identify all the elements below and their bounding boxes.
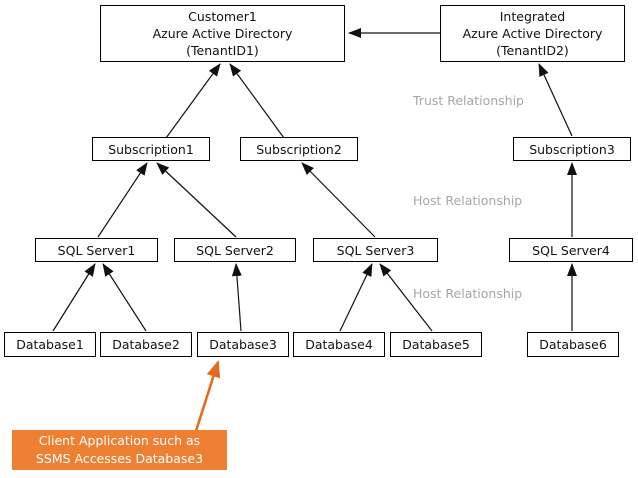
node-subscription2: Subscription2 bbox=[240, 137, 358, 161]
node-integrated-aad: Integrated Azure Active Directory (Tenan… bbox=[440, 5, 625, 62]
label-trust-relationship: Trust Relationship bbox=[413, 93, 524, 108]
node-database2: Database2 bbox=[100, 332, 192, 357]
label-host-relationship-upper: Host Relationship bbox=[413, 193, 523, 208]
connector-database4-to-sqlserver3 bbox=[339, 263, 373, 332]
node-customer1-aad: Customer1 Azure Active Directory (Tenant… bbox=[100, 5, 345, 62]
node-database6: Database6 bbox=[527, 332, 619, 357]
node-subscription1: Subscription1 bbox=[92, 137, 210, 161]
node-database5: Database5 bbox=[390, 332, 482, 357]
connector-database1-to-sqlserver1 bbox=[52, 263, 96, 332]
connector-sqlserver2-to-subscription1 bbox=[156, 162, 237, 238]
connector-database2-to-sqlserver1 bbox=[102, 263, 147, 332]
connector-client-note-to-database3 bbox=[194, 360, 221, 432]
connector-sqlserver3-to-subscription2 bbox=[301, 162, 376, 238]
node-sql-server4: SQL Server4 bbox=[509, 238, 633, 262]
connector-subscription3-to-integrated-aad bbox=[538, 63, 573, 137]
client-application-note: Client Application such as SSMS Accesses… bbox=[12, 430, 227, 470]
node-sql-server1: SQL Server1 bbox=[35, 238, 158, 262]
node-subscription3: Subscription3 bbox=[513, 137, 631, 161]
node-database1: Database1 bbox=[4, 332, 96, 357]
label-host-relationship-lower: Host Relationship bbox=[413, 286, 523, 301]
node-database3: Database3 bbox=[197, 332, 289, 357]
node-sql-server3: SQL Server3 bbox=[313, 238, 438, 262]
node-sql-server2: SQL Server2 bbox=[174, 238, 296, 262]
node-database4: Database4 bbox=[293, 332, 385, 357]
connector-database3-to-sqlserver2 bbox=[231, 263, 242, 332]
connector-sqlserver1-to-subscription1 bbox=[97, 162, 148, 238]
